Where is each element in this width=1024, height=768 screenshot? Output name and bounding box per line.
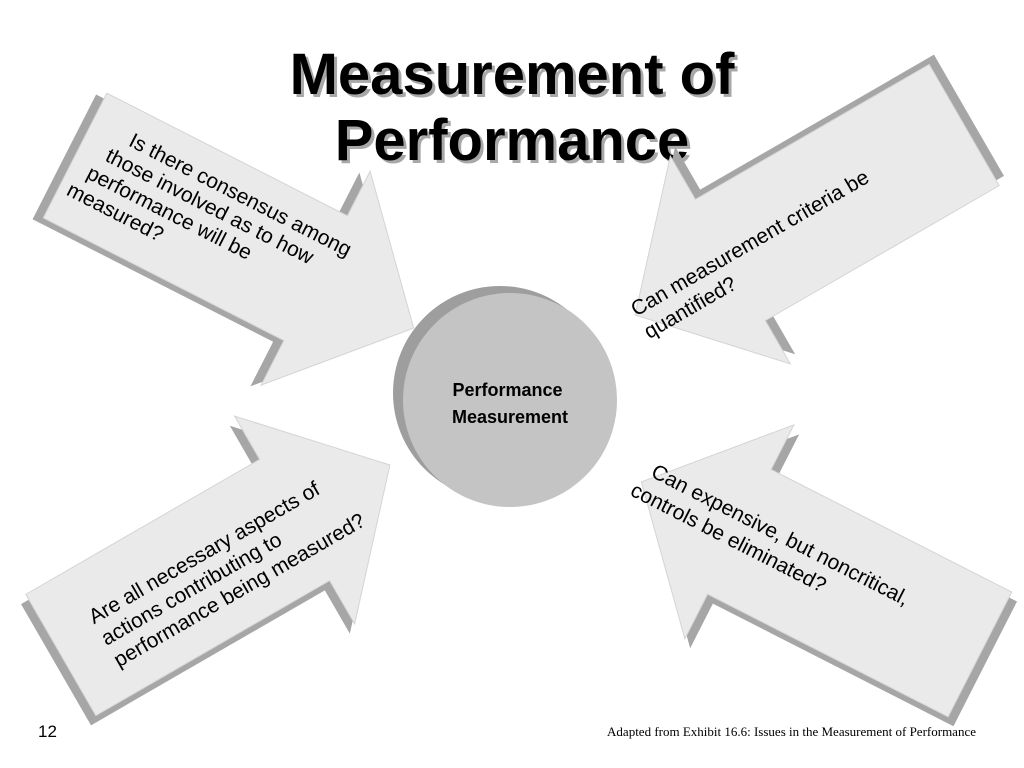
arrow-bottom-left: Are all necessary aspects of actions con… [0, 360, 451, 768]
source-citation: Adapted from Exhibit 16.6: Issues in the… [607, 724, 976, 739]
center-label-line-2: Measurement [452, 407, 568, 427]
arrow-bottom-right: Can expensive, but noncritical, controls… [586, 374, 1024, 768]
slide-number: 12 [38, 722, 57, 741]
arrow-top-right: Can measurement criteria be quantified? [574, 11, 1024, 420]
title-line-1: Measurement of [289, 42, 735, 107]
center-node: Performance Measurement [393, 286, 617, 507]
center-label-line-1: Performance [452, 380, 562, 400]
center-label: Performance Measurement [452, 380, 568, 427]
center-circle [403, 293, 617, 507]
page-title: Measurement of Performance [0, 42, 1024, 174]
title-line-2: Performance [334, 108, 690, 173]
